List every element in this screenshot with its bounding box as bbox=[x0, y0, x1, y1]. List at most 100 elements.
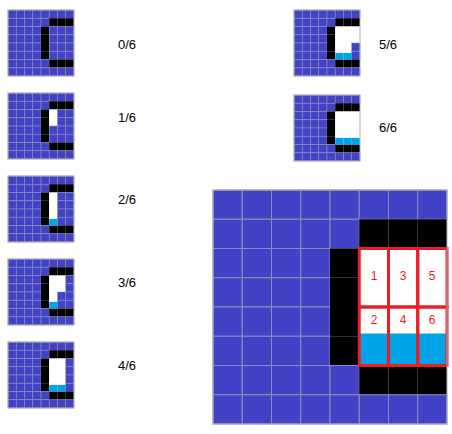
pixel-cell bbox=[8, 276, 16, 284]
pixel-cell bbox=[311, 95, 319, 103]
red-box bbox=[418, 307, 447, 366]
pixel-cell bbox=[213, 395, 242, 424]
pixel-cell bbox=[301, 249, 330, 278]
pixel-cell bbox=[49, 350, 57, 358]
pixel-cell bbox=[301, 219, 330, 248]
pixel-cell bbox=[344, 27, 352, 35]
pixel-cell bbox=[49, 309, 57, 317]
pixel-cell bbox=[335, 103, 343, 111]
pixel-cell bbox=[49, 259, 57, 267]
pixel-cell bbox=[294, 10, 302, 18]
pixel-cell bbox=[66, 43, 74, 51]
pixel-cell bbox=[58, 317, 66, 325]
pixel-cell bbox=[49, 317, 57, 325]
pixel-cell bbox=[272, 336, 301, 365]
pixel-cell bbox=[58, 217, 66, 225]
pixel-cell bbox=[335, 10, 343, 18]
pixel-cell bbox=[41, 276, 49, 284]
pixel-cell bbox=[272, 249, 301, 278]
pixel-cell bbox=[319, 95, 327, 103]
pixel-cell bbox=[352, 136, 360, 144]
pixel-cell bbox=[213, 249, 242, 278]
pixel-cell bbox=[8, 101, 16, 109]
pixel-cell bbox=[335, 35, 343, 43]
callout-number: 5 bbox=[429, 270, 436, 283]
pixel-cell bbox=[16, 400, 24, 408]
pixel-cell bbox=[66, 259, 74, 267]
pixel-cell bbox=[311, 10, 319, 18]
pixel-cell bbox=[25, 367, 33, 375]
pixel-cell bbox=[294, 120, 302, 128]
pixel-cell bbox=[311, 145, 319, 153]
pixel-cell bbox=[49, 134, 57, 142]
pixel-cell bbox=[330, 190, 359, 219]
pixel-cell bbox=[25, 383, 33, 391]
pixel-cell bbox=[302, 27, 310, 35]
pixel-cell bbox=[327, 136, 335, 144]
pixel-cell bbox=[389, 366, 418, 395]
pixel-cell bbox=[319, 18, 327, 26]
pixel-cell bbox=[58, 101, 66, 109]
pixel-cell bbox=[319, 145, 327, 153]
pixel-cell bbox=[33, 27, 41, 35]
pixel-cell bbox=[302, 95, 310, 103]
pixel-cell bbox=[16, 126, 24, 134]
pixel-cell bbox=[49, 51, 57, 59]
pixel-cell bbox=[58, 193, 66, 201]
pixel-cell bbox=[213, 307, 242, 336]
pixel-cell bbox=[302, 153, 310, 161]
pixel-cell bbox=[344, 60, 352, 68]
water-fill bbox=[344, 138, 352, 145]
icon-frame bbox=[8, 259, 74, 325]
pixel-cell bbox=[41, 284, 49, 292]
pixel-cell bbox=[58, 176, 66, 184]
pixel-cell bbox=[272, 219, 301, 248]
pixel-cell bbox=[352, 43, 360, 51]
pixel-cell bbox=[311, 112, 319, 120]
pixel-cell bbox=[66, 134, 74, 142]
pixel-cell bbox=[58, 284, 66, 292]
pixel-cell bbox=[33, 201, 41, 209]
pixel-cell bbox=[344, 145, 352, 153]
pixel-cell bbox=[16, 300, 24, 308]
pixel-cell bbox=[49, 234, 57, 242]
pixel-cell bbox=[33, 392, 41, 400]
pixel-cell bbox=[33, 101, 41, 109]
pixel-cell bbox=[319, 35, 327, 43]
pixel-cell bbox=[58, 350, 66, 358]
pixel-cell bbox=[311, 27, 319, 35]
pixel-cell bbox=[344, 10, 352, 18]
pixel-cell bbox=[58, 118, 66, 126]
pixel-cell bbox=[302, 10, 310, 18]
pixel-cell bbox=[327, 51, 335, 59]
pixel-cell bbox=[311, 60, 319, 68]
pixel-cell bbox=[66, 209, 74, 217]
pixel-cell bbox=[66, 217, 74, 225]
pixel-cell bbox=[25, 68, 33, 76]
pixel-cell bbox=[311, 120, 319, 128]
pixel-cell bbox=[294, 153, 302, 161]
pixel-cell bbox=[16, 392, 24, 400]
pixel-cell bbox=[311, 68, 319, 76]
icon-frame bbox=[8, 342, 74, 408]
pixel-cell bbox=[25, 18, 33, 26]
pixel-cell bbox=[16, 217, 24, 225]
pixel-cell bbox=[66, 184, 74, 192]
pixel-cell bbox=[66, 276, 74, 284]
pixel-cell bbox=[352, 128, 360, 136]
pixel-cell bbox=[327, 18, 335, 26]
pixel-cell bbox=[16, 151, 24, 159]
pixel-cell bbox=[16, 209, 24, 217]
pixel-cell bbox=[25, 176, 33, 184]
pixel-cell bbox=[58, 151, 66, 159]
pixel-cell bbox=[25, 375, 33, 383]
pixel-cell bbox=[58, 400, 66, 408]
pixel-cell bbox=[25, 43, 33, 51]
pixel-cell bbox=[25, 234, 33, 242]
pixel-cell bbox=[25, 350, 33, 358]
pixel-cell bbox=[294, 18, 302, 26]
red-box bbox=[359, 307, 388, 366]
pixel-cell bbox=[49, 93, 57, 101]
pixel-cell bbox=[66, 60, 74, 68]
pixel-cell bbox=[344, 112, 352, 120]
